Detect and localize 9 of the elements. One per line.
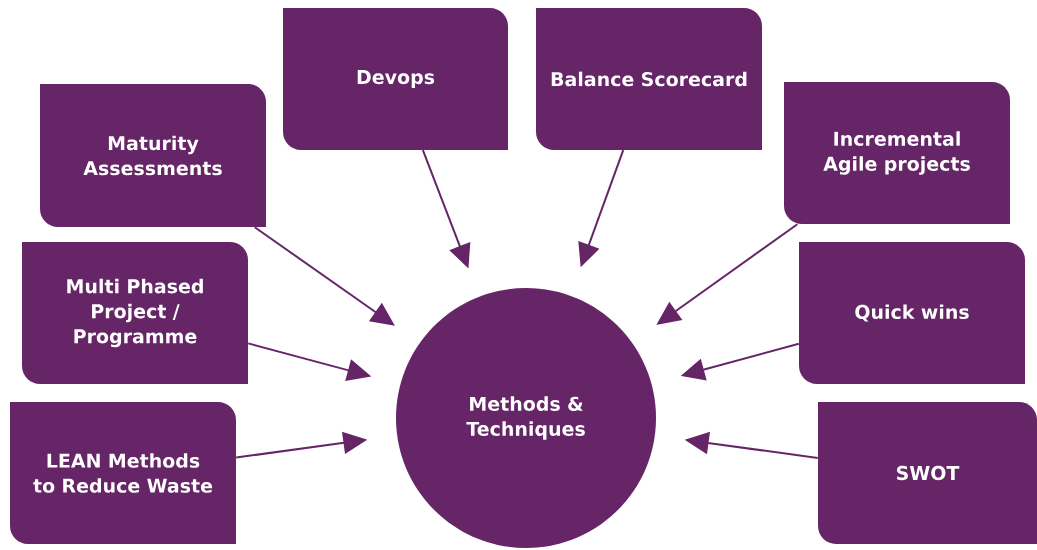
process-box: Quick wins xyxy=(799,242,1025,384)
process-box: Balance Scorecard xyxy=(536,8,762,150)
process-box: Maturity Assessments xyxy=(40,84,266,227)
process-box: SWOT xyxy=(818,402,1037,544)
process-box: LEAN Methods to Reduce Waste xyxy=(10,402,236,544)
process-box: Devops xyxy=(283,8,508,150)
process-box: Incremental Agile projects xyxy=(784,82,1010,224)
arrow xyxy=(253,226,395,326)
process-box: Multi Phased Project / Programme xyxy=(22,242,248,384)
